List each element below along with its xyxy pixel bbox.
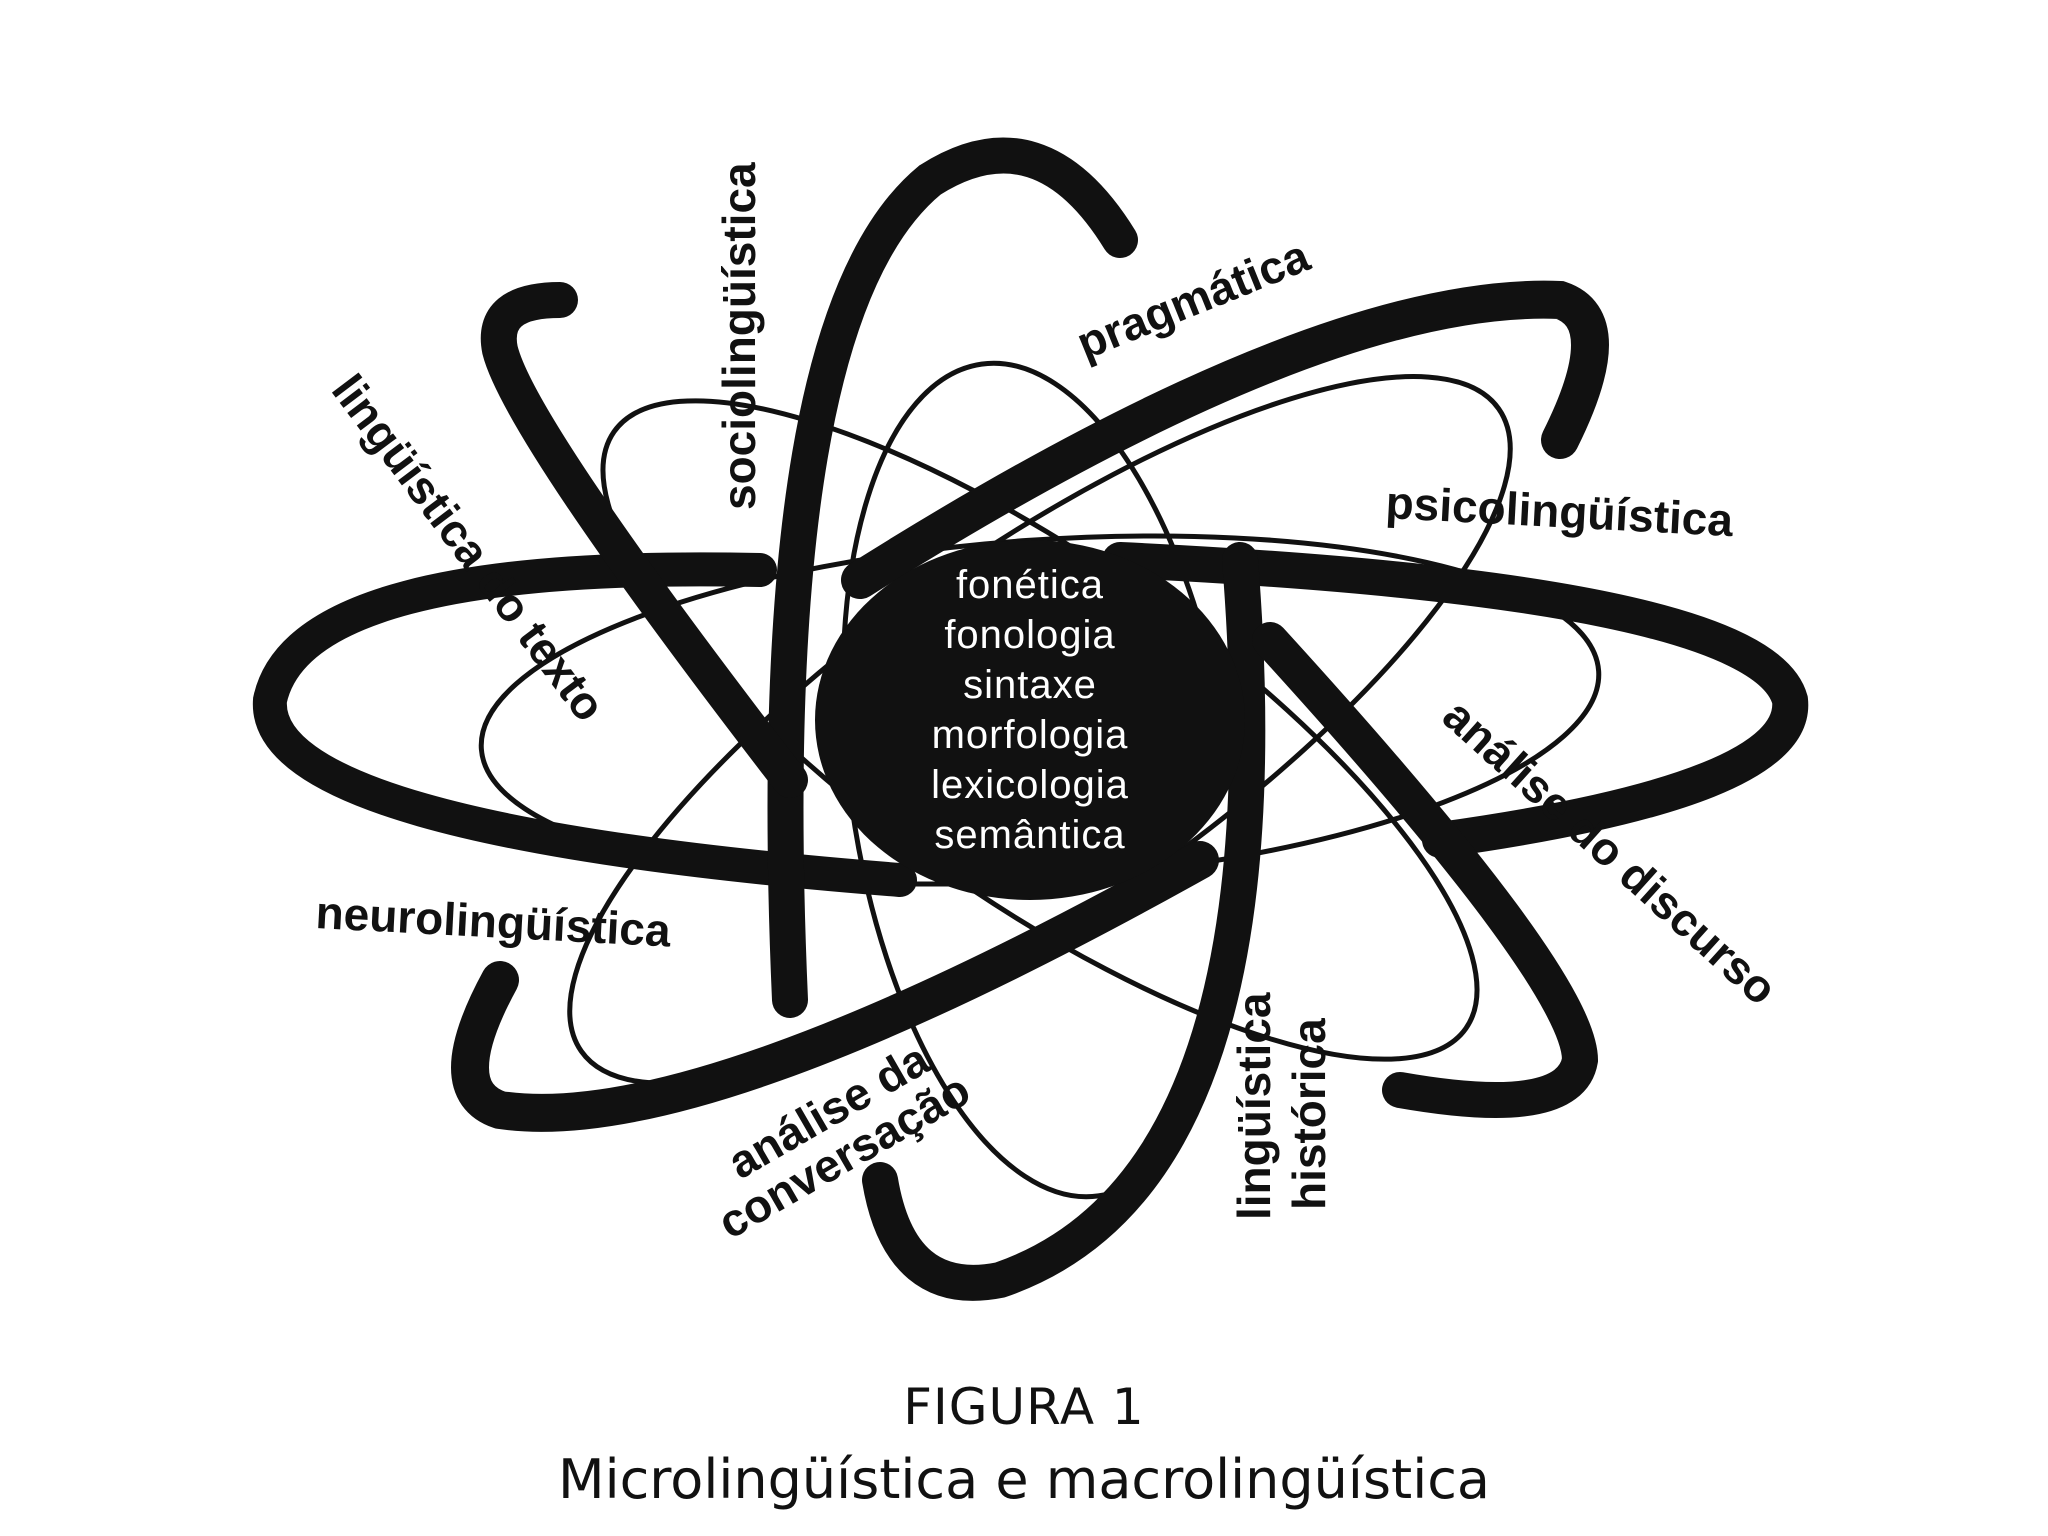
thick-arc-bottom-vertical bbox=[862, 542, 1266, 1301]
thick-orbits bbox=[252, 137, 1809, 1301]
thick-arc-top-vertical bbox=[767, 137, 1138, 1018]
thick-arc-upper-left-diagonal bbox=[480, 282, 808, 798]
label-sociolinguistica: sociolingüística bbox=[713, 162, 765, 510]
label-neurolinguistica: neurolingüística bbox=[314, 886, 672, 957]
label-linguistica-historica-line1: lingüística bbox=[1228, 992, 1280, 1220]
figure-title: Microlingüística e macrolingüística bbox=[558, 1448, 1490, 1511]
figure-number: FIGURA 1 bbox=[903, 1378, 1145, 1436]
core-item-morfologia: morfologia bbox=[932, 713, 1129, 757]
label-psicolinguistica: psicolingüística bbox=[1384, 476, 1734, 546]
nucleus bbox=[815, 540, 1245, 900]
nucleus-items: fonética fonologia sintaxe morfologia le… bbox=[931, 563, 1129, 857]
thick-arc-upper-right-diagonal bbox=[841, 280, 1609, 599]
core-item-semantica: semântica bbox=[934, 813, 1125, 857]
thick-arc-right-horizontal bbox=[1102, 542, 1809, 858]
thick-arc-left-horizontal bbox=[252, 552, 917, 897]
core-item-lexicologia: lexicologia bbox=[931, 763, 1129, 807]
label-linguistica-do-texto: lingüística do texto bbox=[322, 365, 616, 731]
core-item-fonologia: fonologia bbox=[944, 613, 1115, 657]
core-item-fonetica: fonética bbox=[956, 563, 1104, 607]
label-analise-do-discurso: análise do discurso bbox=[1433, 689, 1787, 1015]
thick-arc-lower-right-diagonal bbox=[1252, 622, 1599, 1118]
label-linguistica-historica-line2: histórica bbox=[1283, 1018, 1335, 1210]
thick-arc-lower-left-diagonal bbox=[451, 841, 1219, 1132]
core-item-sintaxe: sintaxe bbox=[963, 663, 1097, 707]
